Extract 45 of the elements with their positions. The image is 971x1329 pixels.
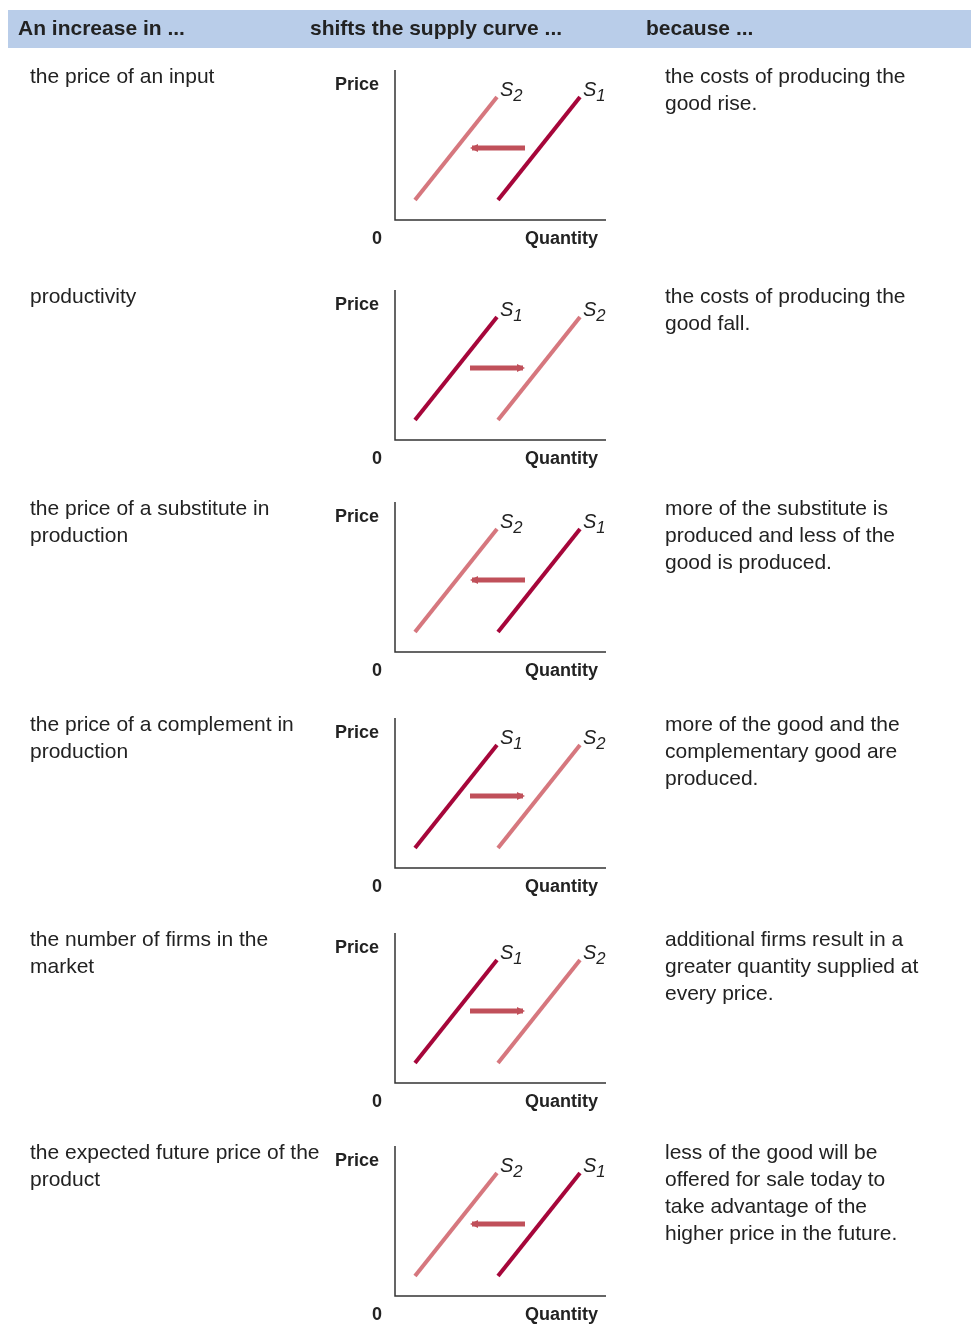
axis-label: Quantity	[525, 660, 598, 681]
axis-label: Quantity	[525, 1304, 598, 1325]
axis-label: Quantity	[525, 1091, 598, 1112]
curve-label: S$_{2}$	[500, 78, 523, 106]
axis-label: Quantity	[525, 228, 598, 249]
reason-text: less of the good will be offered for sale today to take advantage of the higher price in the future.	[665, 1139, 899, 1246]
curve-label: S$_{1}$	[583, 510, 606, 538]
axis-label: Price	[335, 722, 380, 743]
reason-text: the costs of producing the good rise.	[665, 63, 907, 116]
axis-label: Quantity	[525, 876, 598, 897]
curve-label: S$_{2}$	[500, 1154, 523, 1182]
axis-origin: 0	[372, 876, 382, 897]
column-header: An increase in ...	[18, 16, 185, 40]
column-header: because ...	[646, 16, 754, 40]
reason-text: additional firms result in a greater quantity supplied at every price.	[665, 926, 920, 1006]
curve-label: S$_{1}$	[583, 78, 606, 106]
curve-label: S$_{2}$	[583, 298, 606, 326]
curve-label: S$_{2}$	[583, 941, 606, 969]
axis-label: Price	[335, 294, 380, 315]
axis-origin: 0	[372, 1304, 382, 1325]
row-text: the expected future price of the product	[30, 1139, 320, 1192]
curve-label: S$_{1}$	[500, 298, 523, 326]
axis-label: Price	[335, 1150, 380, 1171]
reason-text: the costs of producing the good fall.	[665, 283, 907, 336]
curve-label: S$_{1}$	[583, 1154, 606, 1182]
axis-origin: 0	[372, 448, 382, 469]
axis-label: Quantity	[525, 448, 598, 469]
axis-origin: 0	[372, 660, 382, 681]
column-header: shifts the supply curve ...	[310, 16, 563, 40]
axis-label: Price	[335, 937, 380, 958]
row-text: the price of an input	[30, 63, 216, 89]
axis-label: Price	[335, 74, 380, 95]
row-text: the price of a complement in production	[30, 711, 295, 764]
row-text: productivity	[30, 283, 138, 309]
curve-label: S$_{1}$	[500, 941, 523, 969]
curve-label: S$_{2}$	[583, 726, 606, 754]
curve-label: S$_{2}$	[500, 510, 523, 538]
reason-text: more of the good and the complementary good are produced.	[665, 711, 901, 791]
axis-label: Price	[335, 506, 380, 527]
axis-origin: 0	[372, 228, 382, 249]
row-text: the number of firms in the market	[30, 926, 270, 979]
row-text: the price of a substitute in production	[30, 495, 271, 548]
curve-label: S$_{1}$	[500, 726, 523, 754]
axis-origin: 0	[372, 1091, 382, 1112]
reason-text: more of the substitute is produced and less of the good is produced.	[665, 495, 896, 575]
